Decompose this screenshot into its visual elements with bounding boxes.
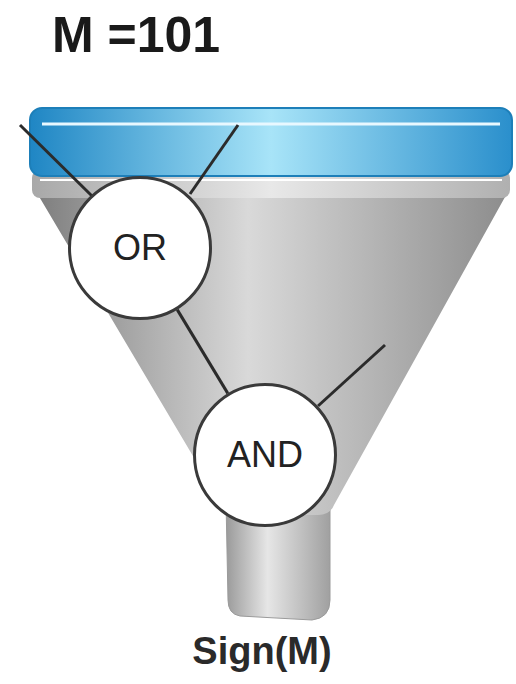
input-wire xyxy=(190,125,238,194)
gate-label: OR xyxy=(113,227,167,269)
output-label: Sign(M) xyxy=(192,630,331,673)
band-highlight xyxy=(40,179,502,181)
gate-label: AND xyxy=(227,434,303,476)
rim-highlight xyxy=(42,123,500,126)
funnel-rim xyxy=(30,108,512,176)
input-wire xyxy=(20,125,92,196)
gate-circle: OR xyxy=(68,176,212,320)
gate-wire xyxy=(177,310,228,394)
diagram-title: M =101 xyxy=(52,6,220,64)
gate-circle: AND xyxy=(193,383,337,527)
input-wire xyxy=(318,345,385,406)
